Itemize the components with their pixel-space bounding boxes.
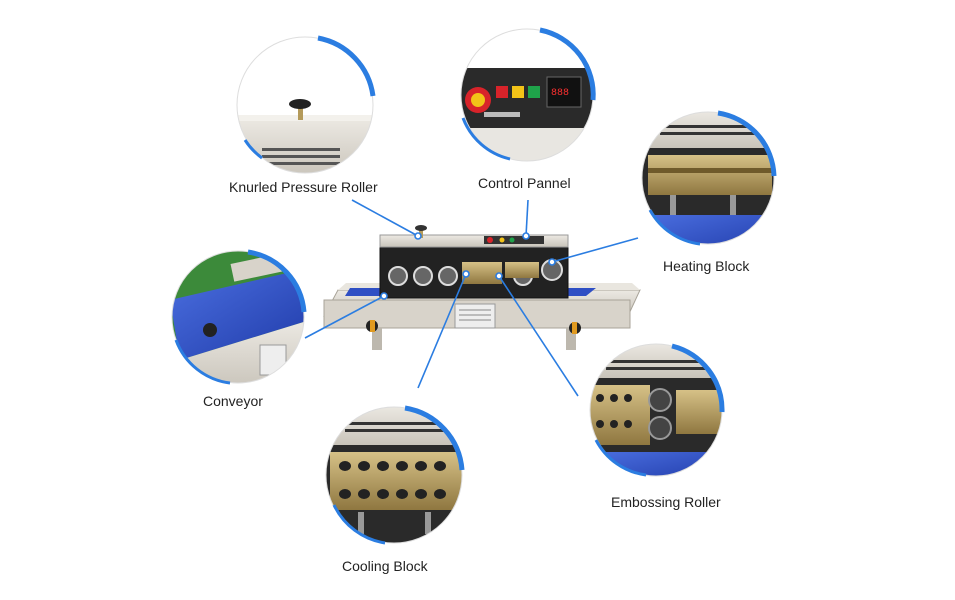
detail-embossing-roller — [589, 343, 725, 477]
callout-dot-icon — [548, 258, 556, 266]
detail-control-pannel: 888 — [460, 27, 596, 162]
detail-heating-block — [641, 110, 777, 246]
label-cooling-block: Cooling Block — [342, 558, 428, 574]
band-sealer-machine — [323, 225, 641, 350]
label-heating-block: Heating Block — [663, 258, 750, 274]
callout-dot-icon — [462, 270, 470, 278]
label-control-pannel: Control Pannel — [478, 175, 571, 191]
detail-cooling-block — [325, 405, 465, 545]
rollers — [388, 259, 563, 286]
detail-conveyor — [171, 249, 307, 385]
callout-dots — [380, 232, 556, 300]
callout-lines — [304, 199, 639, 397]
callout-dot-icon — [414, 232, 422, 240]
svg-text:888: 888 — [551, 88, 569, 99]
label-knurled-pressure-roller: Knurled Pressure Roller — [229, 179, 378, 195]
callout-dot-icon — [380, 292, 388, 300]
detail-knurled-pressure-roller — [236, 35, 376, 174]
callout-dot-icon — [495, 272, 503, 280]
label-embossing-roller: Embossing Roller — [611, 494, 721, 510]
temperature-display-icon — [546, 76, 582, 108]
callout-dot-icon — [522, 232, 530, 240]
label-conveyor: Conveyor — [203, 393, 263, 409]
